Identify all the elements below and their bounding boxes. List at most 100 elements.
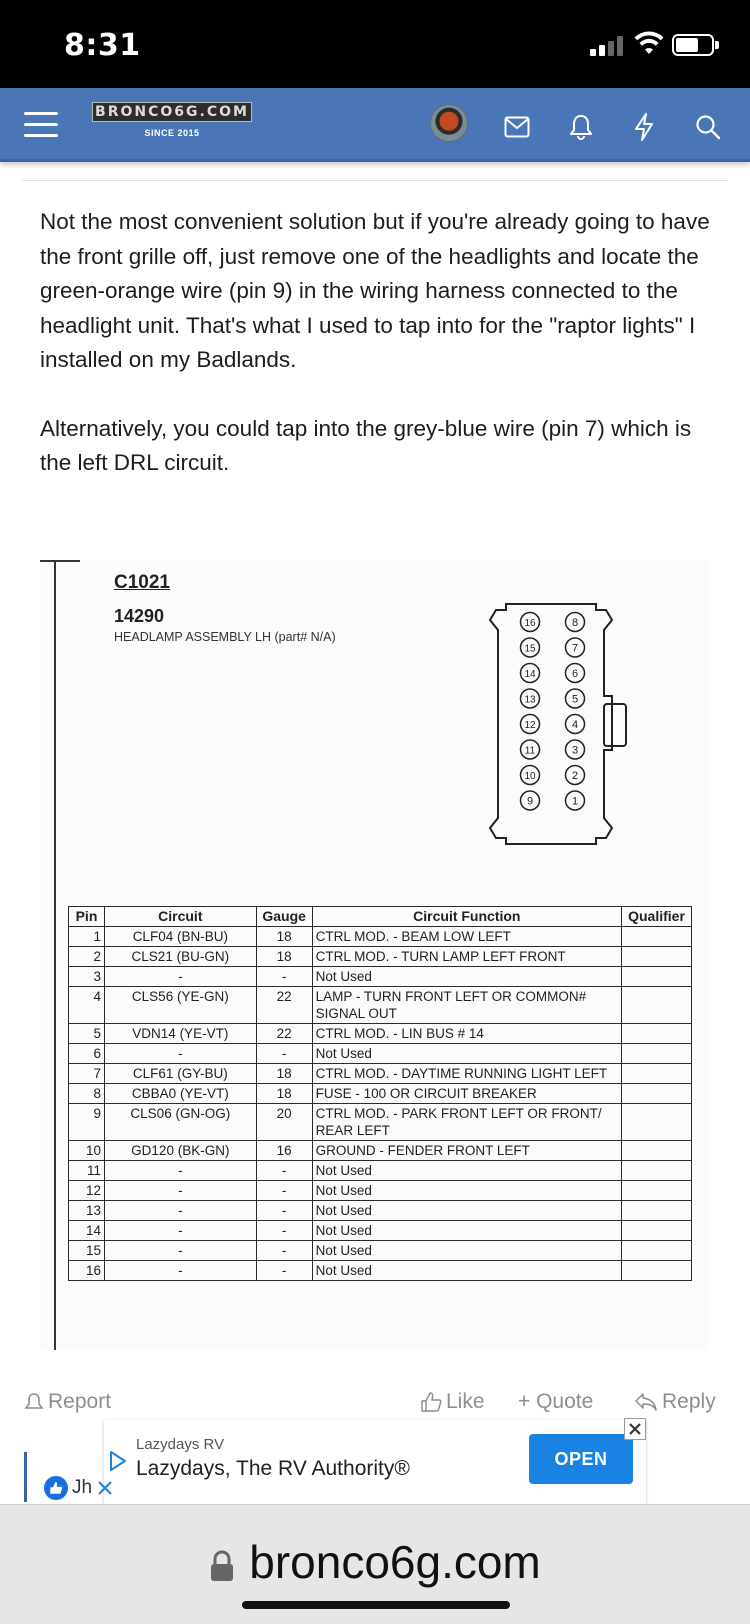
cell-gauge: 18 [255, 1063, 313, 1084]
connector-pin [519, 764, 541, 786]
cell-function: Not Used [311, 966, 622, 987]
cell-qualifier [620, 1260, 693, 1281]
ad-choices-icon[interactable] [108, 1450, 128, 1472]
attached-wiring-diagram[interactable]: C1021 14290 HEADLAMP ASSEMBLY LH (part# … [40, 560, 709, 1350]
table-row: 14--Not Used [68, 1220, 693, 1241]
bell-icon[interactable] [566, 112, 596, 142]
post-body: Not the most convenient solution but if … [40, 205, 720, 481]
connector-pin-label: 8 [572, 617, 578, 629]
table-row: 12--Not Used [68, 1180, 693, 1201]
cell-function: CTRL MOD. - LIN BUS # 14 [311, 1023, 622, 1044]
signal-icon [590, 34, 624, 56]
cell-pin: 15 [68, 1240, 105, 1261]
cell-circuit: CLF04 (BN-BU) [103, 926, 257, 947]
table-row: 6--Not Used [68, 1043, 693, 1064]
url-text: bronco6g.com [249, 1536, 541, 1588]
cell-circuit: CLF61 (GY-BU) [103, 1063, 257, 1084]
cell-qualifier [620, 1023, 693, 1044]
table-row: 15--Not Used [68, 1240, 693, 1261]
lightning-icon[interactable] [629, 112, 659, 142]
col-qualifier: Qualifier [620, 906, 693, 927]
cell-function: FUSE - 100 OR CIRCUIT BREAKER [311, 1083, 622, 1104]
cell-circuit: - [103, 1043, 257, 1064]
connector-pin-label: 14 [524, 669, 536, 680]
cell-pin: 16 [68, 1260, 105, 1281]
cell-pin: 6 [68, 1043, 105, 1064]
quote-button[interactable]: + Quote [518, 1390, 593, 1414]
thumbs-up-icon [421, 1392, 442, 1412]
cell-pin: 12 [68, 1180, 105, 1201]
cell-gauge: - [255, 1240, 313, 1261]
cell-function: Not Used [311, 1220, 622, 1241]
site-logo[interactable]: BRONCO6G.COM SINCE 2015 [92, 102, 252, 146]
cell-function: CTRL MOD. - TURN LAMP LEFT FRONT [311, 946, 622, 967]
user-avatar[interactable] [430, 104, 468, 142]
cell-pin: 11 [68, 1160, 105, 1181]
reaction-summary[interactable]: Jh [44, 1473, 134, 1503]
table-header-row: Pin Circuit Gauge Circuit Function Quali… [68, 906, 693, 927]
cell-pin: 1 [68, 926, 105, 947]
cell-qualifier [620, 1063, 693, 1084]
close-icon[interactable] [96, 1479, 114, 1497]
cell-pin: 14 [68, 1220, 105, 1241]
search-icon[interactable] [693, 112, 723, 142]
cell-function: CTRL MOD. - DAYTIME RUNNING LIGHT LEFT [311, 1063, 622, 1084]
menu-icon[interactable] [24, 110, 58, 140]
home-indicator [242, 1601, 510, 1609]
connector-pin [519, 662, 541, 684]
connector-pin-label: 12 [524, 720, 536, 731]
reply-button[interactable]: Reply [634, 1390, 716, 1414]
cell-circuit: - [103, 1220, 257, 1241]
connector-pin [564, 739, 586, 760]
connector-pin [564, 764, 586, 786]
connector-pin [564, 688, 586, 709]
connector-pin [519, 713, 541, 735]
cell-pin: 8 [68, 1083, 105, 1104]
col-pin: Pin [68, 906, 105, 927]
connector-pin-label: 15 [524, 644, 536, 655]
site-header: BRONCO6G.COM SINCE 2015 [0, 88, 750, 162]
cell-function: Not Used [311, 1160, 622, 1181]
table-row: 11--Not Used [68, 1160, 693, 1181]
lock-icon [211, 1550, 234, 1581]
connector-pin-label: 1 [572, 796, 578, 808]
browser-address-bar[interactable]: bronco6g.com [0, 1504, 750, 1624]
cell-function: Not Used [311, 1043, 622, 1064]
post-divider [22, 180, 728, 181]
url-field[interactable]: bronco6g.com [0, 1535, 750, 1589]
connector-pin-label: 5 [572, 694, 578, 706]
assembly-name: HEADLAMP ASSEMBLY LH (part# N/A) [114, 630, 336, 644]
cell-gauge: 22 [255, 1023, 313, 1044]
report-button[interactable]: Report [24, 1390, 111, 1414]
cell-qualifier [620, 926, 693, 947]
cell-circuit: CLS21 (BU-GN) [103, 946, 257, 967]
ad-close-icon[interactable] [624, 1418, 646, 1440]
ad-open-button[interactable]: OPEN [529, 1434, 633, 1484]
cell-pin: 2 [68, 946, 105, 967]
ad-banner[interactable]: Lazydays RV Lazydays, The RV Authority® … [104, 1418, 646, 1504]
col-circuit: Circuit [103, 906, 257, 927]
cell-qualifier [620, 1200, 693, 1221]
status-time: 8:31 [64, 28, 141, 63]
cell-pin: 4 [68, 986, 105, 1024]
connector-pin-label: 6 [572, 668, 578, 680]
cell-circuit: CLS06 (GN-OG) [103, 1103, 257, 1141]
reply-icon [635, 1393, 657, 1411]
post-actions: Report Like + Quote Reply [0, 1390, 750, 1424]
connector-pin [519, 790, 541, 811]
quote-bar [24, 1452, 27, 1502]
inbox-icon[interactable] [502, 112, 532, 142]
col-function: Circuit Function [311, 906, 622, 927]
like-button[interactable]: Like [420, 1390, 485, 1414]
cell-gauge: - [255, 1220, 313, 1241]
cell-gauge: 20 [255, 1103, 313, 1141]
cell-qualifier [620, 966, 693, 987]
cell-qualifier [620, 1220, 693, 1241]
wifi-icon [634, 31, 664, 54]
